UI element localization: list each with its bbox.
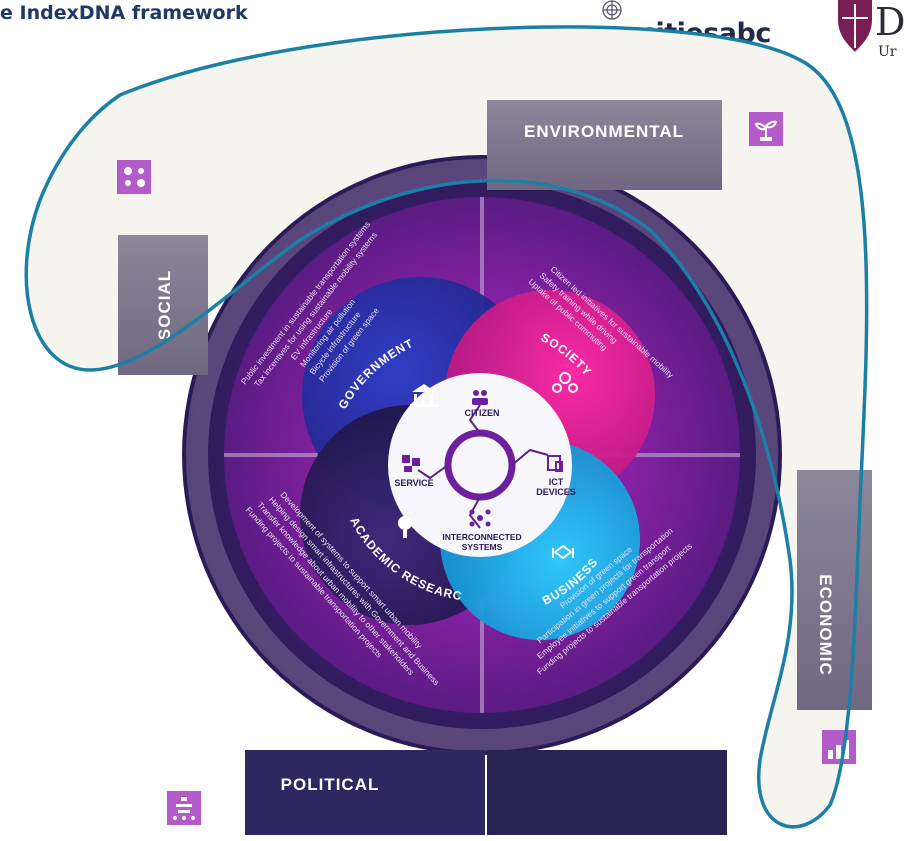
- social-label: SOCIAL: [155, 270, 174, 340]
- university-logo-letter: D: [875, 0, 906, 44]
- environmental-label: ENVIRONMENTAL: [524, 122, 684, 141]
- government-building-icon: [410, 384, 438, 407]
- environmental-panel: [487, 100, 722, 190]
- economic-label: ECONOMIC: [816, 574, 835, 676]
- citiesabc-emblem-icon: [602, 0, 622, 20]
- people-network-icon: [117, 160, 151, 194]
- annotation-outline: [24, 25, 869, 829]
- citizen-icon: [472, 390, 488, 405]
- hub-label-service: SERVICE: [394, 478, 433, 488]
- bar-chart-icon: [822, 730, 856, 764]
- university-logo-subtext: Ur: [878, 44, 897, 60]
- society-people-icon: [552, 372, 578, 393]
- university-shield-icon: [838, 0, 872, 52]
- hub-connector-lines: [417, 404, 549, 529]
- political-panel: [245, 750, 485, 835]
- hub-label-systems-1: INTERCONNECTED: [442, 532, 521, 542]
- hub-label-systems-2: SYSTEMS: [462, 542, 503, 552]
- service-icon: [402, 455, 420, 472]
- plant-sprout-icon: [749, 112, 783, 146]
- central-hub: [388, 373, 572, 557]
- political-panel-right: [487, 750, 727, 835]
- hierarchy-people-icon: [167, 791, 201, 825]
- political-label: POLITICAL: [281, 775, 380, 794]
- hub-label-ict-2: DEVICES: [536, 487, 576, 497]
- ict-devices-icon: [547, 455, 563, 472]
- social-panel: [118, 235, 208, 375]
- hub-label-citizen: CITIZEN: [465, 408, 500, 418]
- hub-label-ict-1: ICT: [549, 477, 564, 487]
- page-title: e IndexDNA framework: [0, 2, 248, 24]
- business-handshake-icon: [552, 544, 574, 560]
- academic-research-icon: [398, 516, 412, 538]
- interconnected-systems-icon: [469, 509, 491, 527]
